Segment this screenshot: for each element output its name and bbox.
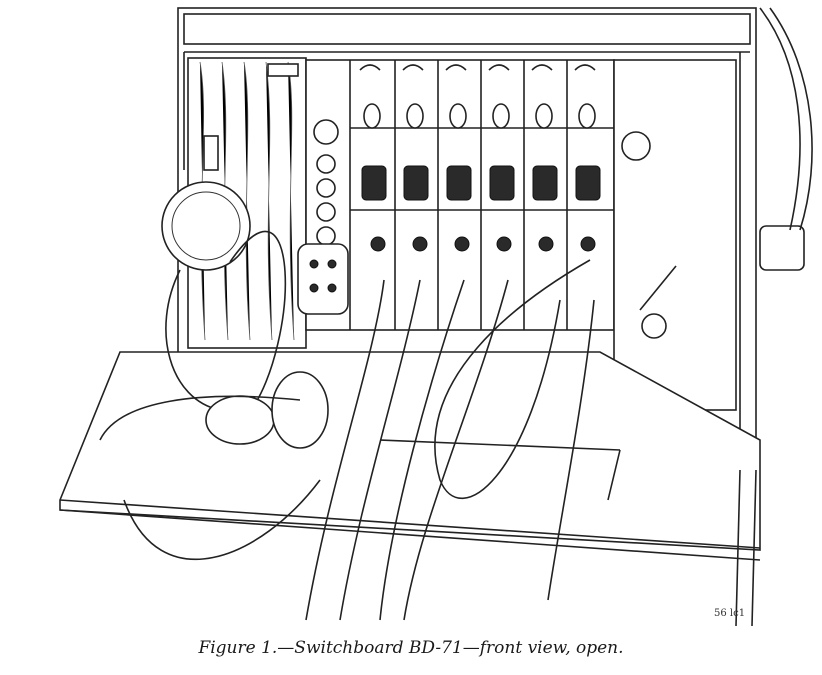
switchboard-cords: [305, 259, 595, 621]
figure-caption: Figure 1.—Switchboard BD-71—front view, …: [198, 638, 624, 658]
right-panel-fittings: [621, 131, 805, 339]
left-controls: [297, 119, 349, 315]
headset: [99, 181, 329, 560]
artist-mark: 56 lc1: [714, 608, 746, 619]
switchboard-illustration: [59, 7, 813, 627]
jacks: [370, 236, 596, 252]
carrying-strap: [759, 7, 813, 231]
writing-shelf: [59, 351, 761, 627]
drop-units: [359, 64, 601, 201]
